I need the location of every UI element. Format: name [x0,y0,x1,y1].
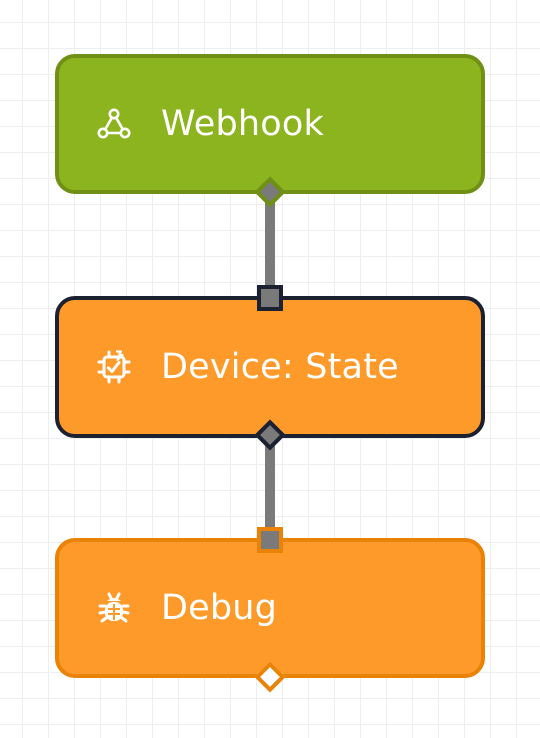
node-webhook[interactable]: Webhook [55,54,485,194]
debug-input-port[interactable] [257,527,283,553]
webhook-icon [97,107,131,141]
node-webhook-label: Webhook [161,104,324,144]
node-debug[interactable]: Debug [55,538,485,678]
node-device-state[interactable]: Device: State [55,296,485,438]
node-debug-label: Debug [161,588,278,628]
chip-icon [97,350,131,384]
node-device-state-label: Device: State [161,347,399,387]
device-state-input-port[interactable] [257,285,283,311]
bug-icon [97,591,131,625]
